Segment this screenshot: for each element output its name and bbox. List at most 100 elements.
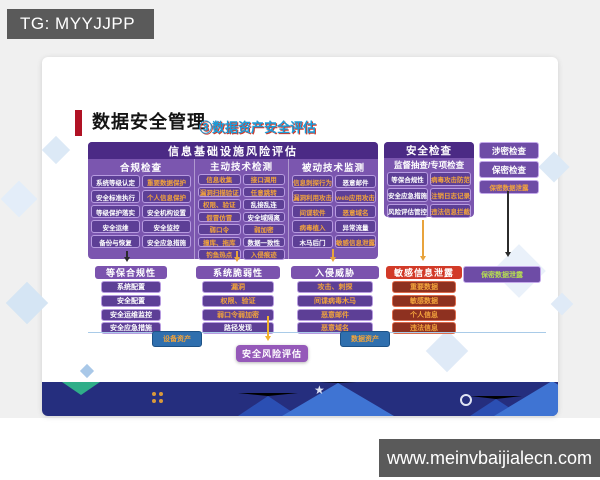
column-active-detection: 主动技术检测 信息收集漏洞扫描验证权限、验证假冒仿冒弱口令撞库、拖库钓鱼热点 接… (194, 159, 289, 260)
risk-item: 权限、验证 (198, 199, 241, 210)
column-passive-monitoring: 被动技术监测 信息刺探行为漏洞利用攻击间谍软件病毒植入木马后门 恶意邮件 web应… (289, 159, 378, 259)
security-check-subheader: 监督抽查/专项检查 (393, 159, 465, 170)
panel-infrastructure-header: 信息基础设施风险评估 (88, 142, 378, 159)
panel-header: 敏感信息泄露 (386, 266, 462, 279)
risk-item: 系统等级认定 (91, 175, 140, 188)
confidential-leak-label: 保密数据泄露 (479, 180, 539, 194)
risk-item: 钓鱼热点 (198, 249, 241, 260)
result-item: 漏洞 (202, 281, 274, 293)
connector-line (88, 332, 546, 333)
panel-sensitive-leak: 敏感信息泄露 重要数据敏感数据个人信息违法信息 (386, 266, 462, 335)
result-item: 安全运维监控 (101, 308, 161, 321)
risk-item: 病毒植入 (292, 220, 333, 233)
column-header: 被动技术监测 (301, 162, 365, 174)
risk-item: 重要数据保护 (142, 175, 191, 188)
risk-item: 信息收集 (198, 174, 241, 185)
risk-item: 个人信息保护 (142, 190, 191, 203)
triangle-decoration (62, 382, 100, 395)
result-item: 违法信息 (392, 322, 456, 335)
risk-item: web应用攻击 (335, 190, 376, 203)
secrecy-check-box: 涉密检查 (479, 142, 539, 159)
risk-item: 安全监控 (142, 220, 191, 233)
panel-header: 等保合规性 (95, 266, 167, 279)
risk-assessment-box: 安全风险评估 (236, 345, 308, 362)
risk-item: 漏洞利用攻击 (292, 190, 333, 203)
arrow-down (504, 191, 511, 257)
star-icon: ★ (314, 383, 325, 397)
risk-item: 入侵痕迹 (242, 249, 285, 260)
result-item: 个人信息 (392, 308, 456, 321)
risk-item: 任意跳转 (242, 186, 285, 197)
risk-item: 弱口令 (198, 224, 241, 235)
risk-item: 等级保护落实 (91, 205, 140, 218)
risk-item: 乱接乱连 (242, 199, 285, 210)
panel-dengbao-compliance: 等保合规性 系统配置安全配置安全运维监控安全应急措施 (95, 266, 167, 335)
risk-item: 木马后门 (292, 235, 333, 248)
diamond-decoration (0, 180, 38, 218)
result-item: 重要数据 (392, 281, 456, 293)
arrow-down (329, 249, 336, 262)
confidential-data-leak-box: 保密数据泄露 (463, 266, 541, 283)
risk-item: 数据一致性 (242, 236, 285, 247)
risk-item: 间谍软件 (292, 205, 333, 218)
result-item: 权限、验证 (202, 294, 274, 307)
check-item: 违法信息拦截 (430, 204, 471, 218)
column-compliance-check: 合规检查 系统等级认定安全标准执行等级保护落实安全运维备份与恢复 重要数据保护个… (88, 159, 194, 259)
result-item: 弱口令弱加密 (202, 308, 274, 321)
risk-item: 安全标准执行 (91, 190, 140, 203)
footer-decoration-band: ★ (42, 382, 558, 416)
telegram-watermark-banner: TG: MYYJJPP (7, 9, 154, 39)
risk-item: 安全域隔离 (242, 211, 285, 222)
result-item: 安全应急措施 (101, 322, 161, 335)
check-item: 风险评估管控 (387, 204, 428, 218)
arrow-down (419, 220, 426, 261)
panel-infrastructure-risk: 信息基础设施风险评估 合规检查 系统等级认定安全标准执行等级保护落实安全运维备份… (88, 142, 378, 260)
check-item: 等保合规性 (387, 172, 428, 186)
check-item: 安全应急措施 (387, 188, 428, 202)
risk-item: 备份与恢复 (91, 235, 140, 248)
panel-system-vulnerability: 系统脆弱性 漏洞权限、验证弱口令弱加密路径发现 (196, 266, 280, 335)
title-accent-bar (75, 110, 82, 136)
slide-title: 数据安全管理 (92, 112, 206, 132)
panel-header: 系统脆弱性 (196, 266, 280, 279)
confidential-check-box: 保密检查 (479, 161, 539, 178)
risk-item: 漏洞扫描验证 (198, 186, 241, 197)
result-item: 攻击、刺探 (297, 281, 373, 293)
result-item: 安全配置 (101, 294, 161, 307)
panel-intrusion-threat: 入侵威胁 攻击、刺探间谍病毒木马恶意邮件恶意域名 (291, 266, 379, 335)
data-asset-pill: 数据资产 (340, 331, 390, 347)
panel-header: 入侵威胁 (291, 266, 379, 279)
result-item: 敏感数据 (392, 294, 456, 307)
risk-item: 信息刺探行为 (292, 175, 333, 188)
result-item: 间谍病毒木马 (297, 294, 373, 307)
risk-item: 安全机构设置 (142, 205, 191, 218)
result-item: 系统配置 (101, 281, 161, 293)
risk-item: 异常流量 (335, 220, 376, 233)
risk-item: 撞库、拖库 (198, 236, 241, 247)
arrow-down (233, 251, 240, 262)
risk-item: 接口调用 (242, 174, 285, 185)
risk-item: 假冒仿冒 (198, 211, 241, 222)
panel-security-check: 安全检查 监督抽查/专项检查 等保合规性安全应急措施风险评估管控 病毒攻击防范注… (384, 142, 474, 218)
triangle-decoration (494, 382, 558, 416)
column-header: 主动技术检测 (209, 162, 273, 173)
risk-item: 安全应急措施 (142, 235, 191, 248)
result-item: 路径发现 (202, 322, 274, 335)
risk-item: 敏感信息泄露 (335, 235, 376, 248)
risk-item: 恶意域名 (335, 205, 376, 218)
website-watermark-banner: www.meinvbaijialecn.com (379, 439, 600, 477)
risk-item: 恶意邮件 (335, 175, 376, 188)
risk-item: 弱加密 (242, 224, 285, 235)
check-item: 病毒攻击防范 (430, 172, 471, 186)
check-item: 注销日志记录 (430, 188, 471, 202)
arrow-down (123, 251, 130, 262)
result-item: 恶意邮件 (297, 308, 373, 321)
slide-subtitle: ③数据资产安全评估 (199, 120, 317, 135)
device-asset-pill: 设备资产 (152, 331, 202, 347)
security-check-header: 安全检查 (384, 142, 474, 158)
panel-secrecy-check: 涉密检查 保密检查 保密数据泄露 (479, 142, 539, 194)
triangle-decoration (282, 382, 394, 416)
arrow-down (264, 316, 271, 341)
risk-item: 安全运维 (91, 220, 140, 233)
column-header: 合规检查 (119, 162, 162, 174)
